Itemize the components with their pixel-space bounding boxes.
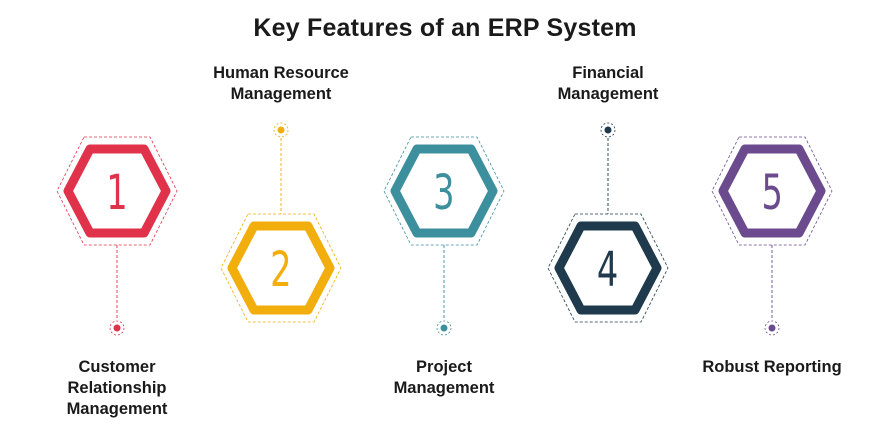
feature-2-number: 2 bbox=[270, 243, 291, 299]
feature-4-label: Financial Management bbox=[518, 63, 698, 105]
page-title: Key Features of an ERP System bbox=[253, 14, 637, 42]
label-line: Relationship bbox=[67, 379, 167, 397]
label-line: Management bbox=[557, 85, 659, 103]
dot-ring bbox=[436, 320, 452, 336]
feature-3-label: Project Management bbox=[354, 357, 534, 399]
label-line: Financial bbox=[572, 64, 644, 82]
dot-ring bbox=[109, 320, 125, 336]
hex-outline-dashed bbox=[711, 136, 833, 246]
label-line: Management bbox=[393, 379, 495, 397]
label-line: Project bbox=[416, 358, 472, 376]
dot-ring bbox=[764, 320, 780, 336]
dot-ring bbox=[273, 122, 289, 138]
feature-5-label: Robust Reporting bbox=[682, 357, 862, 378]
hex-outline-dashed bbox=[383, 136, 505, 246]
feature-1-group: 1 bbox=[56, 136, 178, 336]
hexagon-4 bbox=[554, 221, 662, 315]
label-line: Customer bbox=[78, 358, 156, 376]
hexagon-1 bbox=[63, 144, 171, 238]
feature-1-number: 1 bbox=[106, 166, 127, 222]
dot-icon bbox=[768, 324, 776, 332]
dot-icon bbox=[604, 126, 612, 134]
feature-2-label: Human Resource Management bbox=[191, 63, 371, 105]
hexagon-5 bbox=[718, 144, 826, 238]
dot-icon bbox=[277, 126, 285, 134]
feature-5-group: 5 bbox=[711, 136, 833, 336]
dot-icon bbox=[440, 324, 448, 332]
feature-3-group: 3 bbox=[383, 136, 505, 336]
feature-4-number: 4 bbox=[597, 243, 618, 299]
label-line: Management bbox=[66, 400, 168, 418]
dot-icon bbox=[113, 324, 121, 332]
feature-2-group: 2 bbox=[220, 122, 342, 323]
feature-3-number: 3 bbox=[433, 166, 454, 222]
feature-1-label: Customer Relationship Management bbox=[27, 357, 207, 420]
label-line: Management bbox=[230, 85, 332, 103]
hex-outline-dashed bbox=[56, 136, 178, 246]
hexagon-3 bbox=[390, 144, 498, 238]
hex-outline-dashed bbox=[547, 213, 669, 323]
feature-4-group: 4 bbox=[547, 122, 669, 323]
dot-ring bbox=[600, 122, 616, 138]
feature-5-number: 5 bbox=[761, 166, 782, 222]
label-line: Robust Reporting bbox=[702, 358, 842, 376]
label-line: Human Resource bbox=[213, 64, 349, 82]
hex-outline-dashed bbox=[220, 213, 342, 323]
hexagon-2 bbox=[227, 221, 335, 315]
